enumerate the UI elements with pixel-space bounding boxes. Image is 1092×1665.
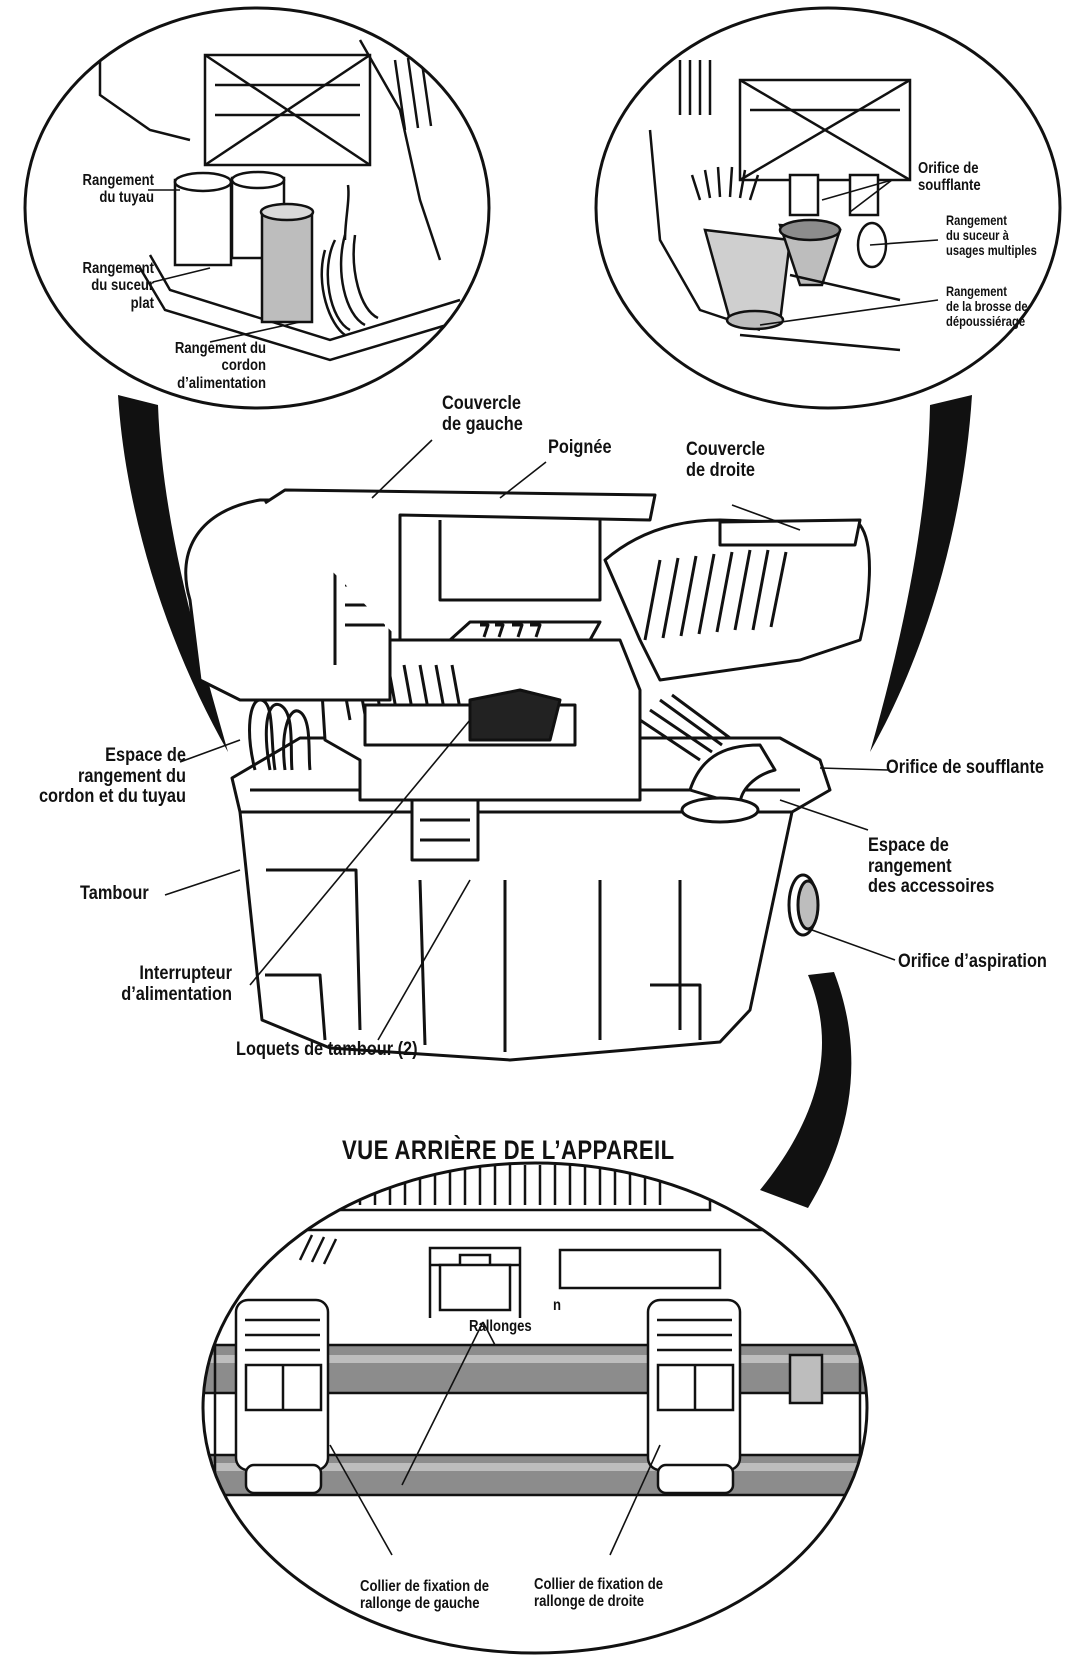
rear-view-title: VUE ARRIÈRE DE L’APPAREIL — [342, 1135, 675, 1165]
label-drum-latches: Loquets de tambour (2) — [236, 1039, 418, 1060]
accessory-storage-detail — [594, 6, 1062, 410]
rear-view-detail — [201, 1161, 869, 1655]
wet-dry-vacuum — [184, 488, 871, 1062]
label-extension-mark: n — [553, 1297, 562, 1314]
leader-lines — [148, 179, 939, 1556]
label-drum: Tambour — [80, 883, 149, 904]
label-handle: Poignée — [548, 437, 612, 458]
hose-storage-detail — [23, 6, 491, 410]
label-suction-port: Orifice d’aspiration — [898, 951, 1047, 972]
label-blower-port: Orifice de soufflante — [886, 757, 1044, 778]
label-extensions: Rallonges — [469, 1318, 532, 1335]
